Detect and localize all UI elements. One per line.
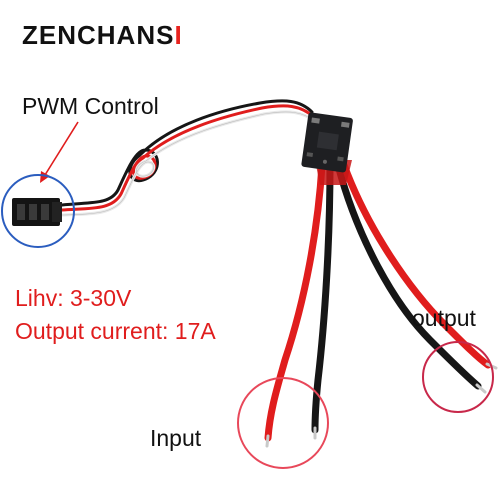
output-highlight-circle: [422, 341, 494, 413]
esc-board: [301, 112, 353, 173]
input-label: Input: [150, 425, 202, 451]
input-highlight-circle: [237, 377, 329, 469]
power-wires: [264, 161, 492, 442]
pwm-arrow: [40, 121, 79, 183]
brand-logo-text: ZENCHANS: [22, 20, 175, 50]
voltage-spec: Lihv: 3-30V: [15, 285, 132, 311]
signal-cable: [60, 99, 318, 217]
brand-logo-accent: I: [174, 20, 183, 50]
servo-connector: [12, 198, 62, 226]
brand-logo: ZENCHANSI: [22, 20, 183, 51]
pwm-control-label: PWM Control: [22, 93, 159, 119]
current-spec: Output current: 17A: [15, 318, 216, 344]
wire-tips: [265, 362, 498, 448]
pwm-highlight-circle: [1, 174, 75, 248]
output-label: output: [412, 305, 476, 331]
